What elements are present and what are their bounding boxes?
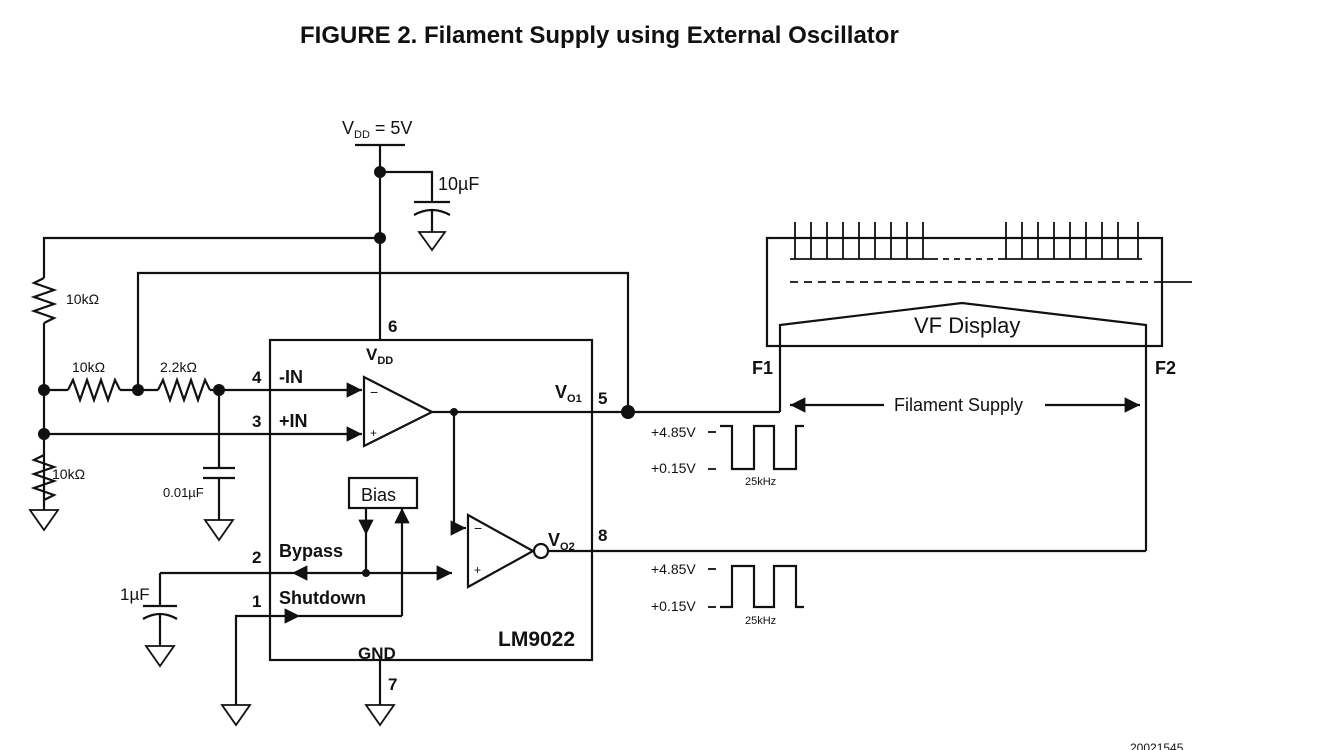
resistor-divider: 10kΩ 10kΩ: [28, 236, 380, 532]
waveform-1-low: +0.15V: [651, 460, 696, 476]
pin-6-number: 6: [388, 317, 397, 336]
f2-label: F2: [1155, 358, 1176, 378]
chip-gnd-label: GND: [358, 644, 396, 663]
vo2-label: VO2: [548, 530, 575, 553]
pin-2-number: 2: [252, 548, 261, 567]
capacitor-10uF: 10µF: [380, 170, 479, 252]
cap-10uF-label: 10µF: [438, 174, 479, 194]
resistor-top-label: 10kΩ: [66, 291, 99, 307]
chip-vdd-label: VDD: [366, 345, 393, 367]
svg-text:−: −: [474, 520, 482, 536]
waveform-1-freq: 25kHz: [745, 476, 776, 488]
svg-text:+: +: [474, 563, 481, 577]
waveform-vo2: +4.85V +0.15V 25kHz: [651, 561, 804, 627]
waveform-1-high: +4.85V: [651, 424, 696, 440]
pin-5-number: 5: [598, 389, 607, 408]
pin-8-number: 8: [598, 526, 607, 545]
vdd-supply-label: VDD = 5V: [342, 118, 412, 141]
svg-text:−: −: [370, 384, 378, 400]
waveform-vo1: +4.85V +0.15V 25kHz: [651, 424, 804, 488]
opamp-2: − +: [466, 513, 1146, 589]
resistor-series2-label: 2.2kΩ: [160, 359, 197, 375]
figure-code: 20021545: [1130, 741, 1184, 750]
filament-supply-label: Filament Supply: [894, 395, 1023, 415]
pin-1-number: 1: [252, 592, 261, 611]
vo1-label: VO1: [555, 382, 582, 405]
opamp-1: − +: [362, 375, 780, 536]
figure-title: FIGURE 2. Filament Supply using External…: [300, 22, 899, 49]
vf-display-label: VF Display: [914, 313, 1020, 338]
pin-4-label: -IN: [279, 367, 303, 387]
input-network: 10kΩ 2.2kΩ 0.01µF: [44, 271, 630, 542]
resistor-series1-label: 10kΩ: [72, 359, 105, 375]
svg-text:+: +: [370, 426, 377, 440]
waveform-2-freq: 25kHz: [745, 615, 776, 627]
shutdown-network: [220, 608, 402, 727]
waveform-2-low: +0.15V: [651, 598, 696, 614]
pin-4-number: 4: [252, 368, 262, 387]
pin-3-label: +IN: [279, 411, 308, 431]
pin-3-number: 3: [252, 412, 261, 431]
f1-label: F1: [752, 358, 773, 378]
bias-block: Bias: [347, 476, 419, 616]
lm9022-chip: 6 VDD 4 -IN 3 +IN VO1 5 VO2 8 2 Bypass 1…: [252, 317, 607, 727]
waveform-2-high: +4.85V: [651, 561, 696, 577]
pin-7-number: 7: [388, 675, 397, 694]
cap-filter-label: 0.01µF: [163, 485, 204, 500]
vdd-supply: VDD = 5V: [342, 118, 412, 340]
pin-2-label: Bypass: [279, 541, 343, 561]
resistor-bottom-label: 10kΩ: [52, 466, 85, 482]
pin-1-label: Shutdown: [279, 588, 366, 608]
bias-label: Bias: [361, 485, 396, 505]
chip-name: LM9022: [498, 628, 575, 651]
vf-display: VF Display F1 F2 Filament Supply: [752, 222, 1192, 551]
bypass-network: 1µF: [120, 565, 452, 668]
cap-bypass-label: 1µF: [120, 585, 150, 604]
